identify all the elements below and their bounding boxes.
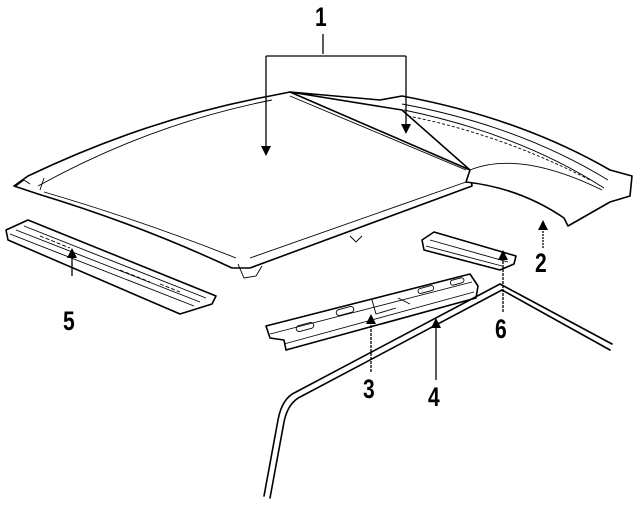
callout-label-6: 6 — [495, 314, 507, 344]
callout-label-4: 4 — [428, 382, 440, 412]
roof-panel — [13, 91, 473, 279]
arrowhead — [401, 124, 411, 134]
callout-6-leader — [498, 250, 508, 312]
side-roof-rail-reinforcement — [265, 273, 479, 351]
arrowhead — [261, 146, 271, 156]
callout-label-2: 2 — [535, 248, 547, 278]
callout-4-leader — [431, 318, 441, 380]
callout-1-leaders — [261, 34, 411, 156]
callout-label-5: 5 — [63, 306, 75, 336]
callout-label-3: 3 — [363, 374, 375, 404]
callout-5-leader — [67, 248, 77, 276]
front-header-panel — [5, 219, 217, 315]
callout-label-1: 1 — [315, 2, 327, 32]
callout-2-leader — [538, 220, 548, 248]
rear-header-bow — [421, 231, 517, 271]
callout-3-leader — [366, 314, 376, 372]
rear-roof-rail-panel — [289, 91, 633, 227]
drip-rail-weatherstrip — [263, 283, 613, 499]
